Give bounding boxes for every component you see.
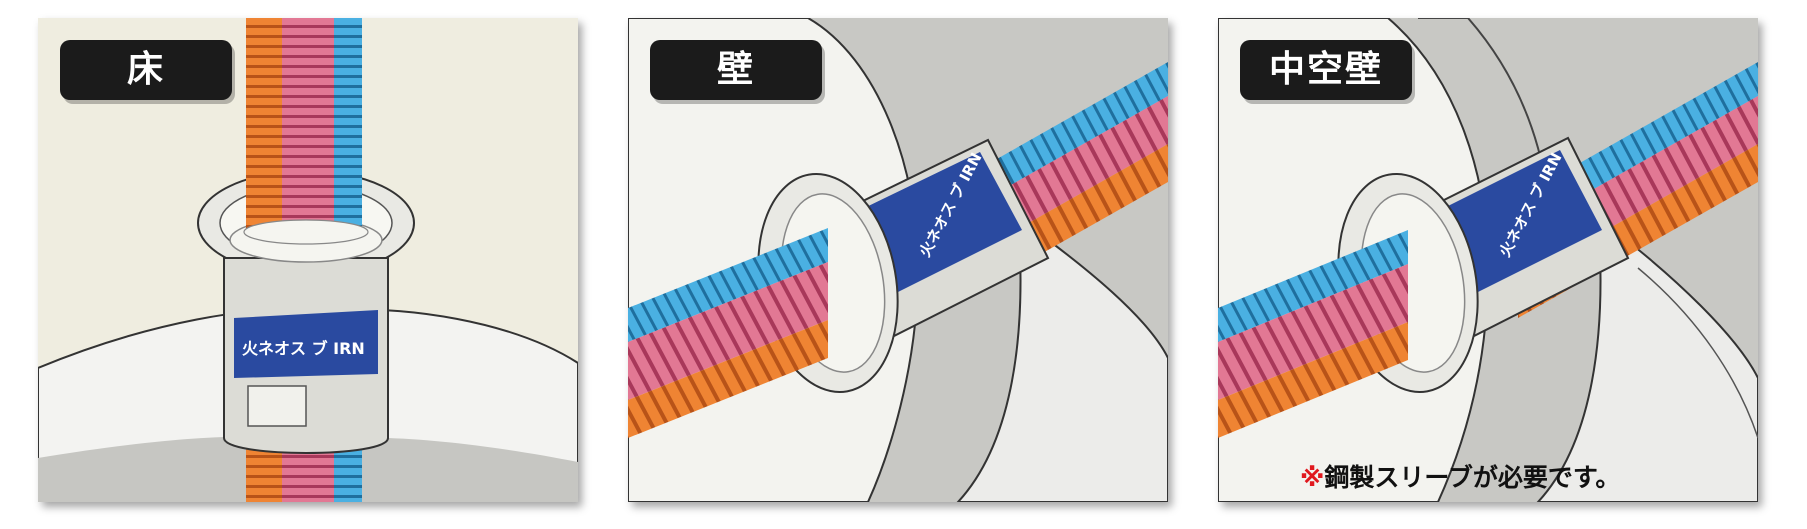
floor-label: 床 <box>60 40 232 100</box>
conduits-lower <box>1218 230 1408 438</box>
sleeve-brand-text: 火ネオス ブ IRN <box>242 339 365 358</box>
floor-illustration: 火ネオス ブ IRN <box>38 18 578 502</box>
wall-panel: 火ネオス ブ IRN 壁 <box>628 18 1168 502</box>
sleeve-band <box>1436 150 1602 292</box>
note-mark: ※ <box>1300 463 1325 492</box>
hollow-wall-label: 中空壁 <box>1240 40 1412 100</box>
hollow-wall-panel: 火ネオス ブ IRN 中空壁 ※鋼製スリーブが必要です。 <box>1218 18 1758 502</box>
floor-panel: 火ネオス ブ IRN 床 <box>38 18 578 502</box>
conduits-lower <box>628 228 828 438</box>
note-text: 鋼製スリーブが必要です。 <box>1324 463 1621 492</box>
hollow-wall-illustration: 火ネオス ブ IRN <box>1218 18 1758 502</box>
sleeve-band <box>234 310 378 378</box>
wall-label: 壁 <box>650 40 822 100</box>
steel-sleeve-note: ※鋼製スリーブが必要です。 <box>1300 458 1620 494</box>
sleeve-band <box>856 152 1022 292</box>
